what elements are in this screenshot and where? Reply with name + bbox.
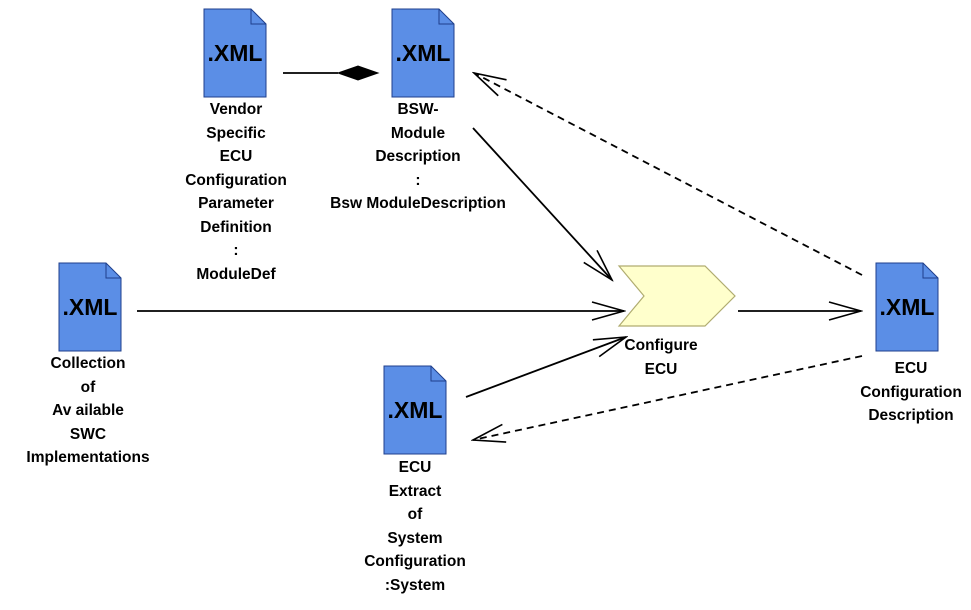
xml-document-icon <box>383 365 447 455</box>
chevron-process-icon <box>617 265 736 327</box>
xml-document-icon <box>203 8 267 98</box>
document-corner-fold <box>430 366 446 382</box>
document-xml-text: .XML <box>880 294 935 320</box>
ecu-extract-label: ECU Extract of System Configuration :Sys… <box>364 459 466 594</box>
xml-document-icon <box>391 8 455 98</box>
document-corner-fold <box>105 263 121 279</box>
connectors <box>137 65 863 440</box>
arrow-extract-to-process <box>465 337 626 398</box>
dashed-arrow-config-to-extract <box>473 355 863 440</box>
xml-document-icon <box>875 262 939 352</box>
document-xml-text: .XML <box>396 40 451 66</box>
document-xml-text: .XML <box>388 397 443 423</box>
swc-collection-label: Collection of Av ailable SWC Implementat… <box>26 355 150 466</box>
document-vendor-def: .XML <box>203 8 267 98</box>
document-corner-fold <box>250 9 266 25</box>
configure-ecu-label: Configure ECU <box>624 337 698 378</box>
document-corner-fold <box>438 9 454 25</box>
dashed-arrow-config-to-bsw <box>474 73 863 276</box>
document-xml-text: .XML <box>208 40 263 66</box>
configure-ecu-process <box>617 265 736 327</box>
ecu-config-label: ECU Configuration Description <box>860 360 962 424</box>
document-bsw-module: .XML <box>391 8 455 98</box>
xml-document-icon <box>58 262 122 352</box>
vendor-def-label: Vendor Specific ECU Configuration Parame… <box>185 101 287 283</box>
document-ecu-extract: .XML <box>383 365 447 455</box>
composition-diamond-icon <box>336 65 380 81</box>
bsw-module-label: BSW- Module Description : Bsw ModuleDesc… <box>330 101 506 212</box>
document-xml-text: .XML <box>63 294 118 320</box>
document-ecu-config: .XML <box>875 262 939 352</box>
document-corner-fold <box>922 263 938 279</box>
arrow-bsw-to-process <box>472 127 612 280</box>
document-swc-collection: .XML <box>58 262 122 352</box>
